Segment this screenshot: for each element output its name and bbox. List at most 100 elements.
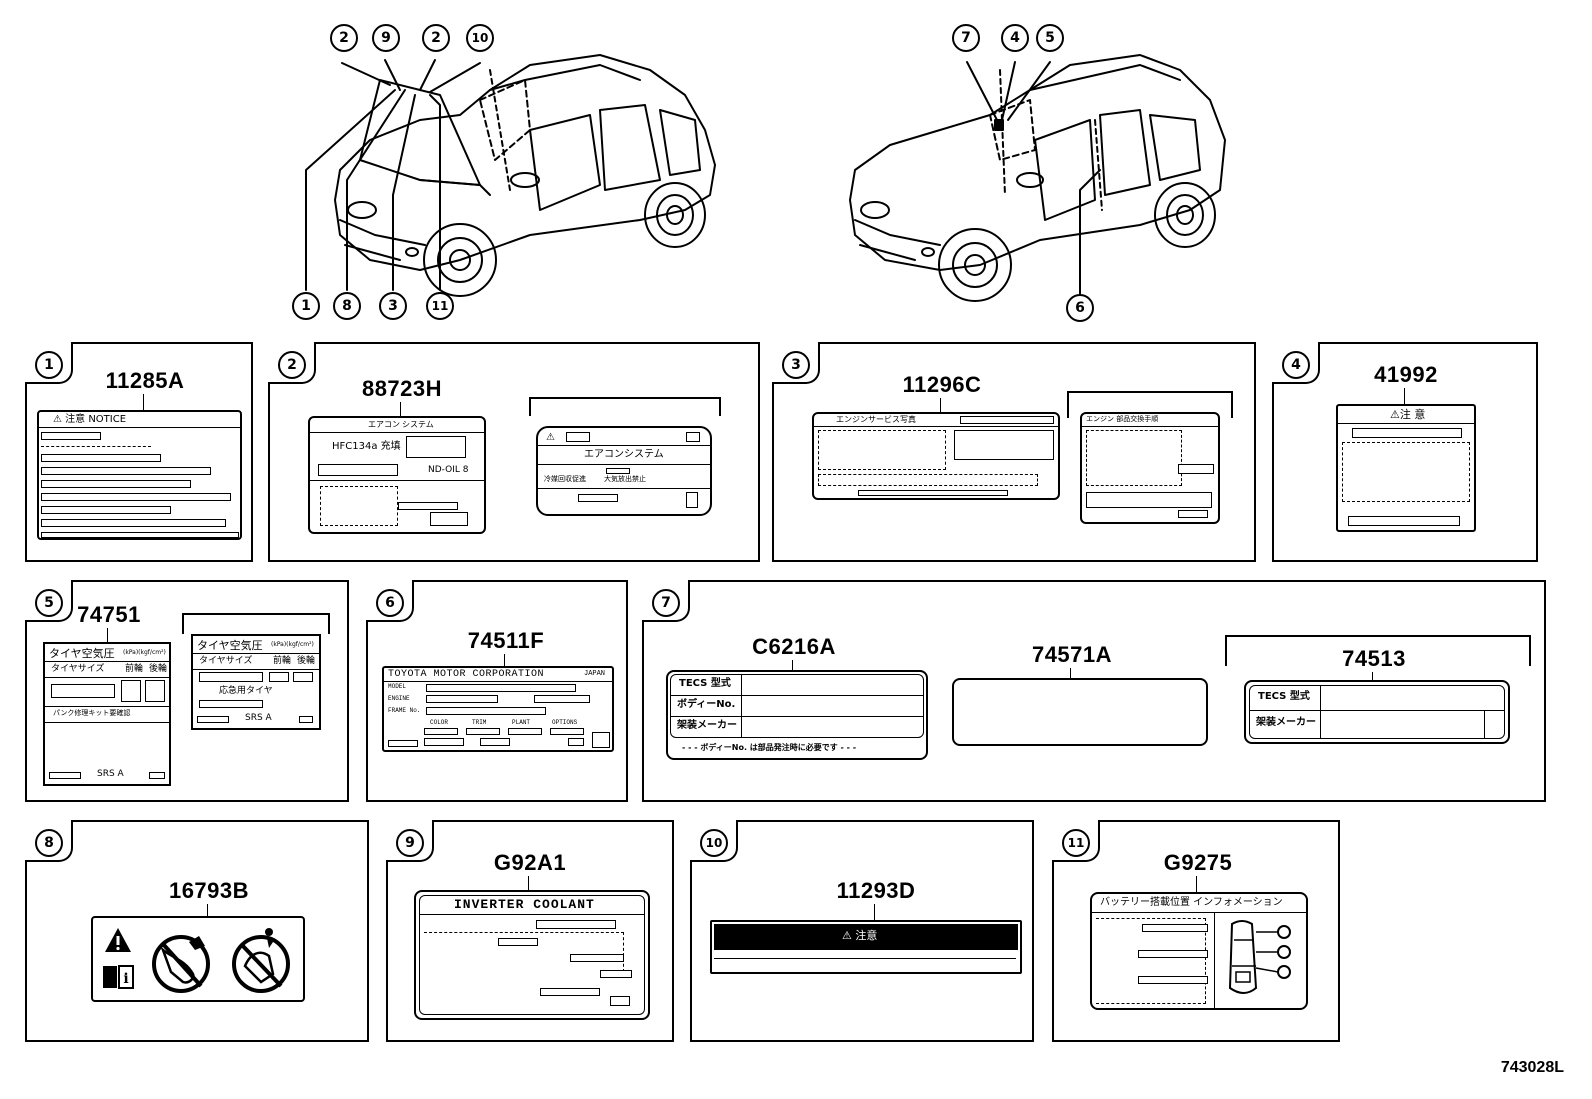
panel-4: 4 41992 ⚠注 意 (1272, 342, 1538, 562)
diagram-code: 743028L (1500, 1059, 1564, 1076)
inverter-coolant-label: INVERTER COOLANT (414, 890, 650, 1020)
notice-label: ⚠ 注意 NOTICE (37, 410, 242, 540)
tecs-maker-label: TECS 型式 架装メーカー (1244, 680, 1510, 744)
engine-service-label: エンジンサービス写真 (812, 412, 1060, 500)
label-header: ⚠ 注意 (842, 929, 878, 942)
aircon-system-label: ⚠ エアコンシステム 冷媒回収促進 大気放出禁止 (536, 426, 712, 516)
panel-8: 8 16793B i (25, 820, 369, 1042)
panel-index: 8 (35, 829, 63, 857)
srs-text: SRS A (245, 713, 272, 723)
car-top-view-icon (1228, 920, 1291, 994)
panel-3: 3 11296C エンジンサービス写真 エンジン 部品交換手順 (772, 342, 1256, 562)
callout-11: 11 (426, 292, 454, 320)
part-number: 74751 (77, 602, 141, 627)
vehicle-id-plate: TOYOTA MOTOR CORPORATION JAPAN MODEL ENG… (382, 666, 614, 752)
country: JAPAN (584, 670, 606, 678)
label-header: ⚠ 注意 NOTICE (53, 414, 127, 425)
col-front: 前輪 (273, 656, 292, 666)
callout-10: 10 (466, 24, 494, 52)
maker-field: 架装メーカー (677, 720, 737, 731)
callout-6: 6 (1066, 294, 1094, 322)
svg-text:i: i (123, 971, 128, 987)
col-front: 前輪 (125, 664, 144, 674)
tire-pressure-label-b: タイヤ空気圧 (kPa)(kgf/cm²) タイヤサイズ 前輪 後輪 応急用タイ… (191, 634, 321, 730)
part-number: 11293D (836, 878, 916, 903)
panel-index: 9 (396, 829, 424, 857)
panel-index: 4 (1282, 351, 1310, 379)
panel-2: 2 88723H エアコン システム HFC134a 充填 ND-OIL 8 ⚠… (268, 342, 760, 562)
part-number: 88723H (361, 376, 443, 401)
spare-tire: 応急用タイヤ (219, 686, 273, 696)
col-size: タイヤサイズ (199, 656, 253, 666)
model-field: MODEL (388, 683, 407, 690)
battery-info-label: バッテリー搭載位置 インフォメーション (1090, 892, 1308, 1010)
callout-1: 1 (292, 292, 320, 320)
recovery-text: 冷媒回収促進 (544, 475, 586, 483)
col-rear: 後輪 (149, 664, 168, 674)
warning-triangle-icon (105, 928, 131, 952)
caution-label: ⚠注 意 (1336, 404, 1476, 532)
aircon-spec-label: エアコン システム HFC134a 充填 ND-OIL 8 (308, 416, 486, 534)
car-front-view-illustration (305, 54, 716, 297)
panel-index: 6 (376, 589, 404, 617)
maker-field: 架装メーカー (1256, 717, 1316, 728)
part-number-74513: 74513 (1342, 646, 1406, 671)
options-field: OPTIONS (552, 719, 578, 726)
system-title: エアコンシステム (584, 449, 664, 460)
label-header: ⚠注 意 (1390, 408, 1426, 421)
label-col2: システム (402, 420, 434, 429)
airbag-warning-label: i (91, 916, 305, 1002)
label-title: タイヤ空気圧 (49, 647, 115, 660)
panel-5: 5 74751 タイヤ空気圧 (kPa)(kgf/cm²) タイヤサイズ 前輪 … (25, 580, 349, 802)
warning-icon: ⚠ (546, 432, 555, 443)
part-number-c6216a: C6216A (752, 634, 836, 659)
car-rear-view-illustration (849, 54, 1226, 302)
callout-9: 9 (372, 24, 400, 52)
engine-parts-label: エンジン 部品交換手順 (1080, 412, 1220, 524)
panel-7: 7 C6216A TECS 型式 ボディーNo. 架装メーカー - - - ボデ… (642, 580, 1546, 802)
col-size: タイヤサイズ (51, 664, 105, 674)
color-field: COLOR (430, 719, 449, 726)
oil-text: ND-OIL 8 (428, 465, 469, 475)
label-header: INVERTER COOLANT (454, 897, 595, 912)
part-number: 74511F (467, 628, 545, 653)
srs-text: SRS A (97, 769, 124, 779)
panel-6: 6 74511F TOYOTA MOTOR CORPORATION JAPAN … (366, 580, 628, 802)
panel-11: 11 G9275 バッテリー搭載位置 インフォメーション (1052, 820, 1340, 1042)
engine-field: ENGINE (388, 695, 410, 702)
label-header: エンジン 部品交換手順 (1086, 415, 1159, 423)
part-number-74571a: 74571A (1031, 642, 1113, 667)
label-footer: - - - ボディーNo. は部品発注時に必要です - - - (682, 743, 857, 752)
panel-index: 3 (782, 351, 810, 379)
callout-8: 8 (333, 292, 361, 320)
callout-2a: 2 (330, 24, 358, 52)
corp-name: TOYOTA MOTOR CORPORATION (388, 669, 545, 680)
label-col1: エアコン (368, 420, 400, 429)
label-title-unit: (kPa)(kgf/cm²) (123, 649, 166, 656)
part-number: G9275 (1163, 850, 1233, 875)
callout-2b: 2 (422, 24, 450, 52)
label-header: エンジンサービス写真 (836, 415, 916, 424)
label-title: タイヤ空気圧 (197, 639, 263, 652)
blank-plate-label (952, 678, 1208, 746)
refrigerant-text: HFC134a 充填 (332, 441, 401, 452)
panel-index: 7 (652, 589, 680, 617)
panel-1: 1 11285A ⚠ 注意 NOTICE (25, 342, 253, 562)
body-no-field: ボディーNo. (677, 699, 736, 710)
part-number: 11285A (105, 368, 185, 393)
part-number: 11296C (902, 372, 982, 397)
tecs-field: TECS 型式 (679, 678, 731, 689)
repair-note: パンク修理キット要確認 (53, 709, 131, 717)
caution-strip-label: ⚠ 注意 (710, 920, 1022, 974)
callout-5: 5 (1036, 24, 1064, 52)
panel-index: 11 (1062, 829, 1090, 857)
no-release-text: 大気放出禁止 (604, 475, 646, 483)
trim-field: TRIM (472, 719, 487, 726)
panel-index: 10 (700, 829, 728, 857)
plant-field: PLANT (512, 719, 531, 726)
part-number: G92A1 (493, 850, 567, 875)
frame-field: FRAME No. (388, 707, 421, 714)
panel-10: 10 11293D ⚠ 注意 (690, 820, 1034, 1042)
no-child-seat-rear-icon (232, 928, 290, 993)
callout-4: 4 (1001, 24, 1029, 52)
